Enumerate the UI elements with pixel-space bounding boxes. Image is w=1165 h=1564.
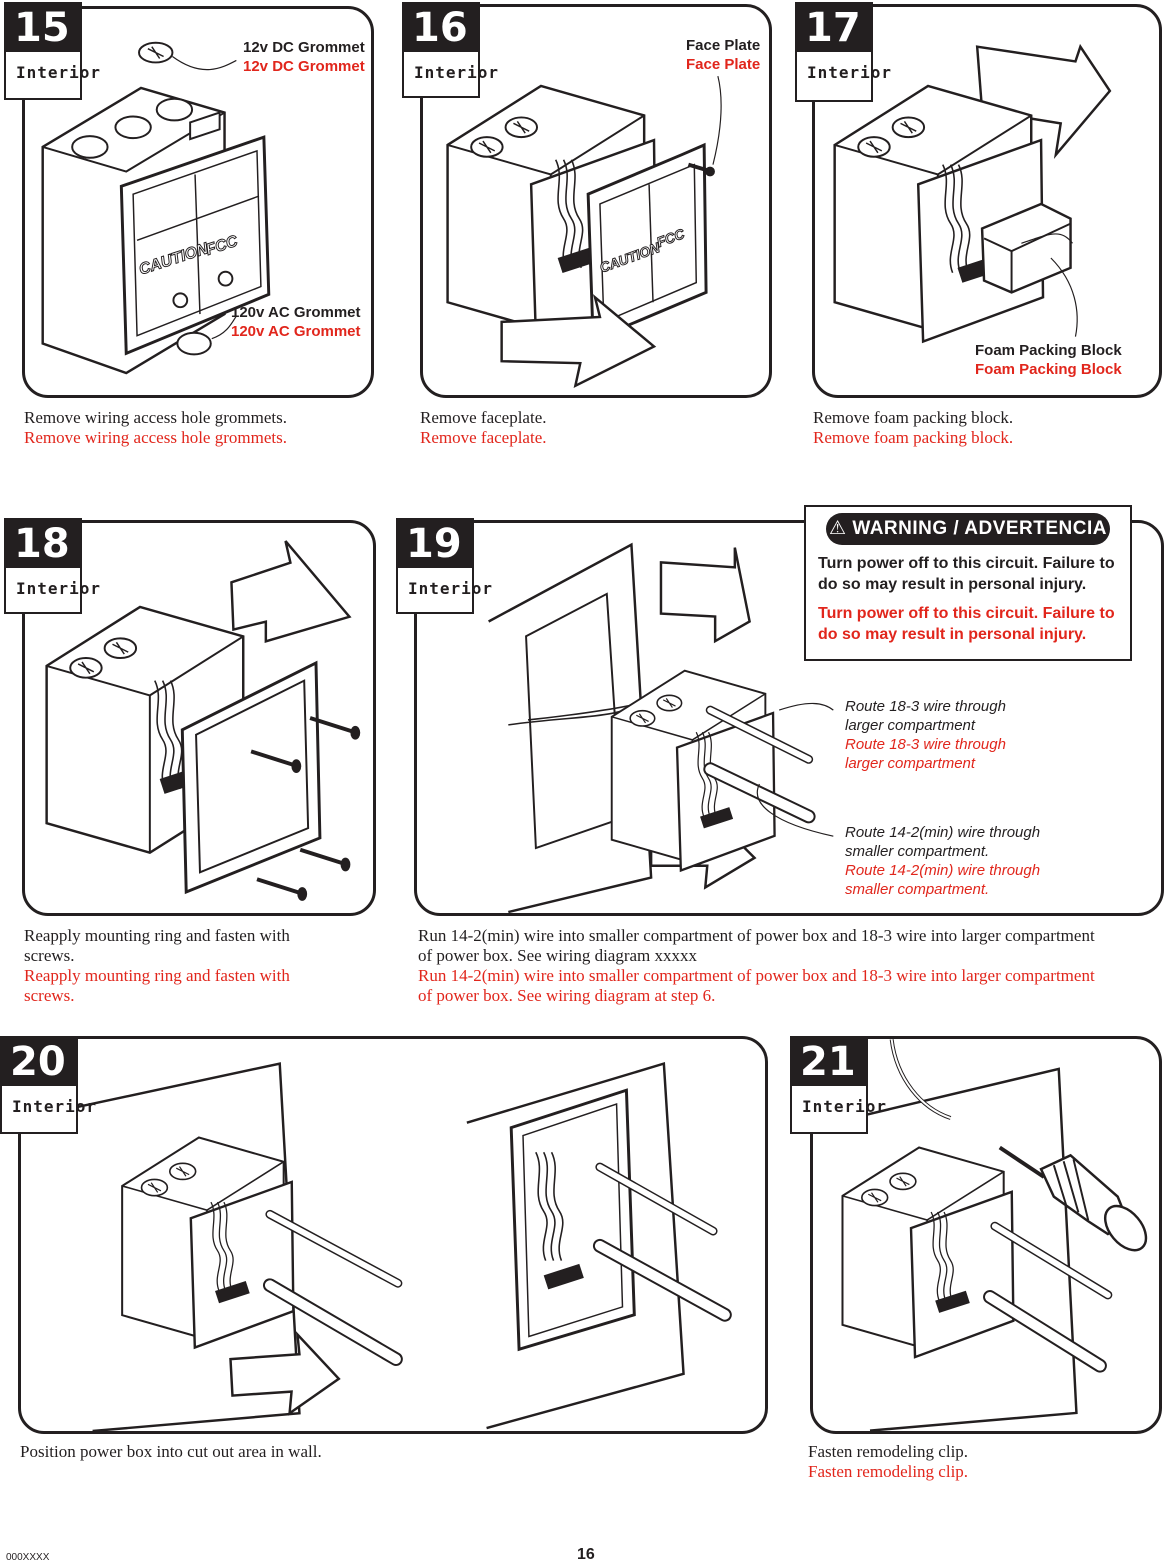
step-21-illustration xyxy=(841,1039,1148,1431)
callout-en-line2: smaller compartment. xyxy=(845,843,990,860)
step-15-badge: 15 Interior xyxy=(4,2,102,100)
caption-en: Remove foam packing block. xyxy=(813,408,1014,427)
route-14-2-callout: Route 14-2(min) wire through smaller com… xyxy=(845,823,1040,899)
ac-grommet-part xyxy=(176,331,212,356)
callout-en: Face Plate xyxy=(686,37,761,54)
caption-en: Remove wiring access hole grommets. xyxy=(24,408,287,427)
caption-en: Run 14-2(min) wire into smaller compartm… xyxy=(418,926,1095,965)
caption-en: Remove faceplate. xyxy=(420,408,547,427)
step-16-caption: Remove faceplate. Remove faceplate. xyxy=(420,408,760,448)
caption-en: Reapply mounting ring and fasten with sc… xyxy=(24,926,290,965)
caption-es: Run 14-2(min) wire into smaller compartm… xyxy=(418,966,1095,1005)
step-18-illustration xyxy=(45,540,363,903)
warning-text-es: Turn power off to this circuit. Failure … xyxy=(818,605,1115,643)
direction-arrow xyxy=(500,293,657,389)
callout-es: Face Plate xyxy=(686,56,761,73)
step-21-caption: Fasten remodeling clip. Fasten remodelin… xyxy=(808,1442,1148,1482)
step-location: Interior xyxy=(802,1097,888,1116)
ac-grommet-callout: 120v AC Grommet 120v AC Grommet xyxy=(231,303,361,341)
callout-es: 120v AC Grommet xyxy=(231,323,361,340)
step-number: 17 xyxy=(797,4,871,52)
warning-box: ⚠ WARNING / ADVERTENCIA Turn power off t… xyxy=(804,505,1132,661)
mounting-ring-part xyxy=(180,660,322,895)
step-19-illustration xyxy=(488,542,834,913)
caption-es: Reapply mounting ring and fasten with sc… xyxy=(24,966,290,1005)
step-number: 20 xyxy=(2,1038,76,1086)
callout-en-line2: larger compartment xyxy=(845,717,976,734)
callout-es: 12v DC Grommet xyxy=(243,58,365,75)
screwdriver-icon xyxy=(998,1145,1148,1252)
route-18-3-callout: Route 18-3 wire through larger compartme… xyxy=(845,697,1006,773)
step-19-caption: Run 14-2(min) wire into smaller compartm… xyxy=(418,926,1098,1006)
caption-es: Remove foam packing block. xyxy=(813,428,1014,447)
callout-en-line1: Route 14-2(min) wire through xyxy=(845,824,1041,841)
page-number: 16 xyxy=(577,1546,595,1563)
step-18-caption: Reapply mounting ring and fasten with sc… xyxy=(24,926,324,1006)
caption-es: Remove wiring access hole grommets. xyxy=(24,428,287,447)
step-20-badge: 20 Interior xyxy=(0,1036,98,1134)
caption-en: Position power box into cut out area in … xyxy=(20,1442,322,1461)
callout-en: 120v AC Grommet xyxy=(231,304,361,321)
step-21-panel xyxy=(810,1036,1162,1434)
step-20-caption: Position power box into cut out area in … xyxy=(20,1442,620,1462)
warning-title: WARNING / ADVERTENCIA xyxy=(852,518,1108,539)
step-location: Interior xyxy=(12,1097,98,1116)
direction-arrow xyxy=(229,1330,341,1416)
step-15-illustration: CAUTION FCC xyxy=(41,41,271,375)
step-19-badge: 19 Interior xyxy=(396,518,494,614)
step-17-badge: 17 Interior xyxy=(795,2,893,102)
step-20-illustration xyxy=(72,1061,732,1431)
step-16-badge: 16 Interior xyxy=(402,2,500,98)
direction-arrow xyxy=(659,547,751,644)
step-location: Interior xyxy=(807,63,893,82)
direction-arrow xyxy=(230,540,352,643)
step-20-panel xyxy=(18,1036,768,1434)
callout-es-line1: Route 18-3 wire through xyxy=(845,736,1006,753)
caption-es: Remove faceplate. xyxy=(420,428,547,447)
step-location: Interior xyxy=(16,579,102,598)
caption-es: Fasten remodeling clip. xyxy=(808,1462,969,1481)
callout-es: Foam Packing Block xyxy=(975,361,1122,378)
step-number: 16 xyxy=(404,4,478,52)
callout-es-line2: smaller compartment. xyxy=(845,881,990,898)
step-15-caption: Remove wiring access hole grommets. Remo… xyxy=(24,408,364,448)
step-location: Interior xyxy=(16,63,102,82)
face-plate-callout: Face Plate Face Plate xyxy=(686,36,760,74)
step-21-badge: 21 Interior xyxy=(790,1036,888,1134)
warning-header: ⚠ WARNING / ADVERTENCIA xyxy=(826,513,1110,545)
step-location: Interior xyxy=(408,579,494,598)
step-number: 15 xyxy=(6,4,80,52)
step-18-badge: 18 Interior xyxy=(4,518,102,614)
foam-block-callout: Foam Packing Block Foam Packing Block xyxy=(975,341,1122,379)
callout-en-line1: Route 18-3 wire through xyxy=(845,698,1006,715)
step-16-panel: CAUTION FCC xyxy=(420,4,772,398)
step-number: 19 xyxy=(398,520,472,568)
step-number: 21 xyxy=(792,1038,866,1086)
warning-icon: ⚠ xyxy=(828,518,847,539)
callout-es-line1: Route 14-2(min) wire through xyxy=(845,862,1041,879)
step-number: 18 xyxy=(6,520,80,568)
step-location: Interior xyxy=(414,63,500,82)
step-15-panel: CAUTION FCC xyxy=(22,6,374,398)
warning-text-en: Turn power off to this circuit. Failure … xyxy=(818,555,1115,593)
document-code: 000XXXX xyxy=(6,1552,50,1563)
step-17-illustration xyxy=(833,43,1112,344)
dc-grommet-callout: 12v DC Grommet 12v DC Grommet xyxy=(243,38,365,76)
callout-es-line2: larger compartment xyxy=(845,755,976,772)
step-16-illustration: CAUTION FCC xyxy=(446,76,722,389)
callout-en: Foam Packing Block xyxy=(975,342,1122,359)
foam-block-part xyxy=(980,202,1072,294)
step-17-caption: Remove foam packing block. Remove foam p… xyxy=(813,408,1153,448)
callout-en: 12v DC Grommet xyxy=(243,39,365,56)
step-19-panel xyxy=(414,520,1164,916)
caption-en: Fasten remodeling clip. xyxy=(808,1442,969,1461)
